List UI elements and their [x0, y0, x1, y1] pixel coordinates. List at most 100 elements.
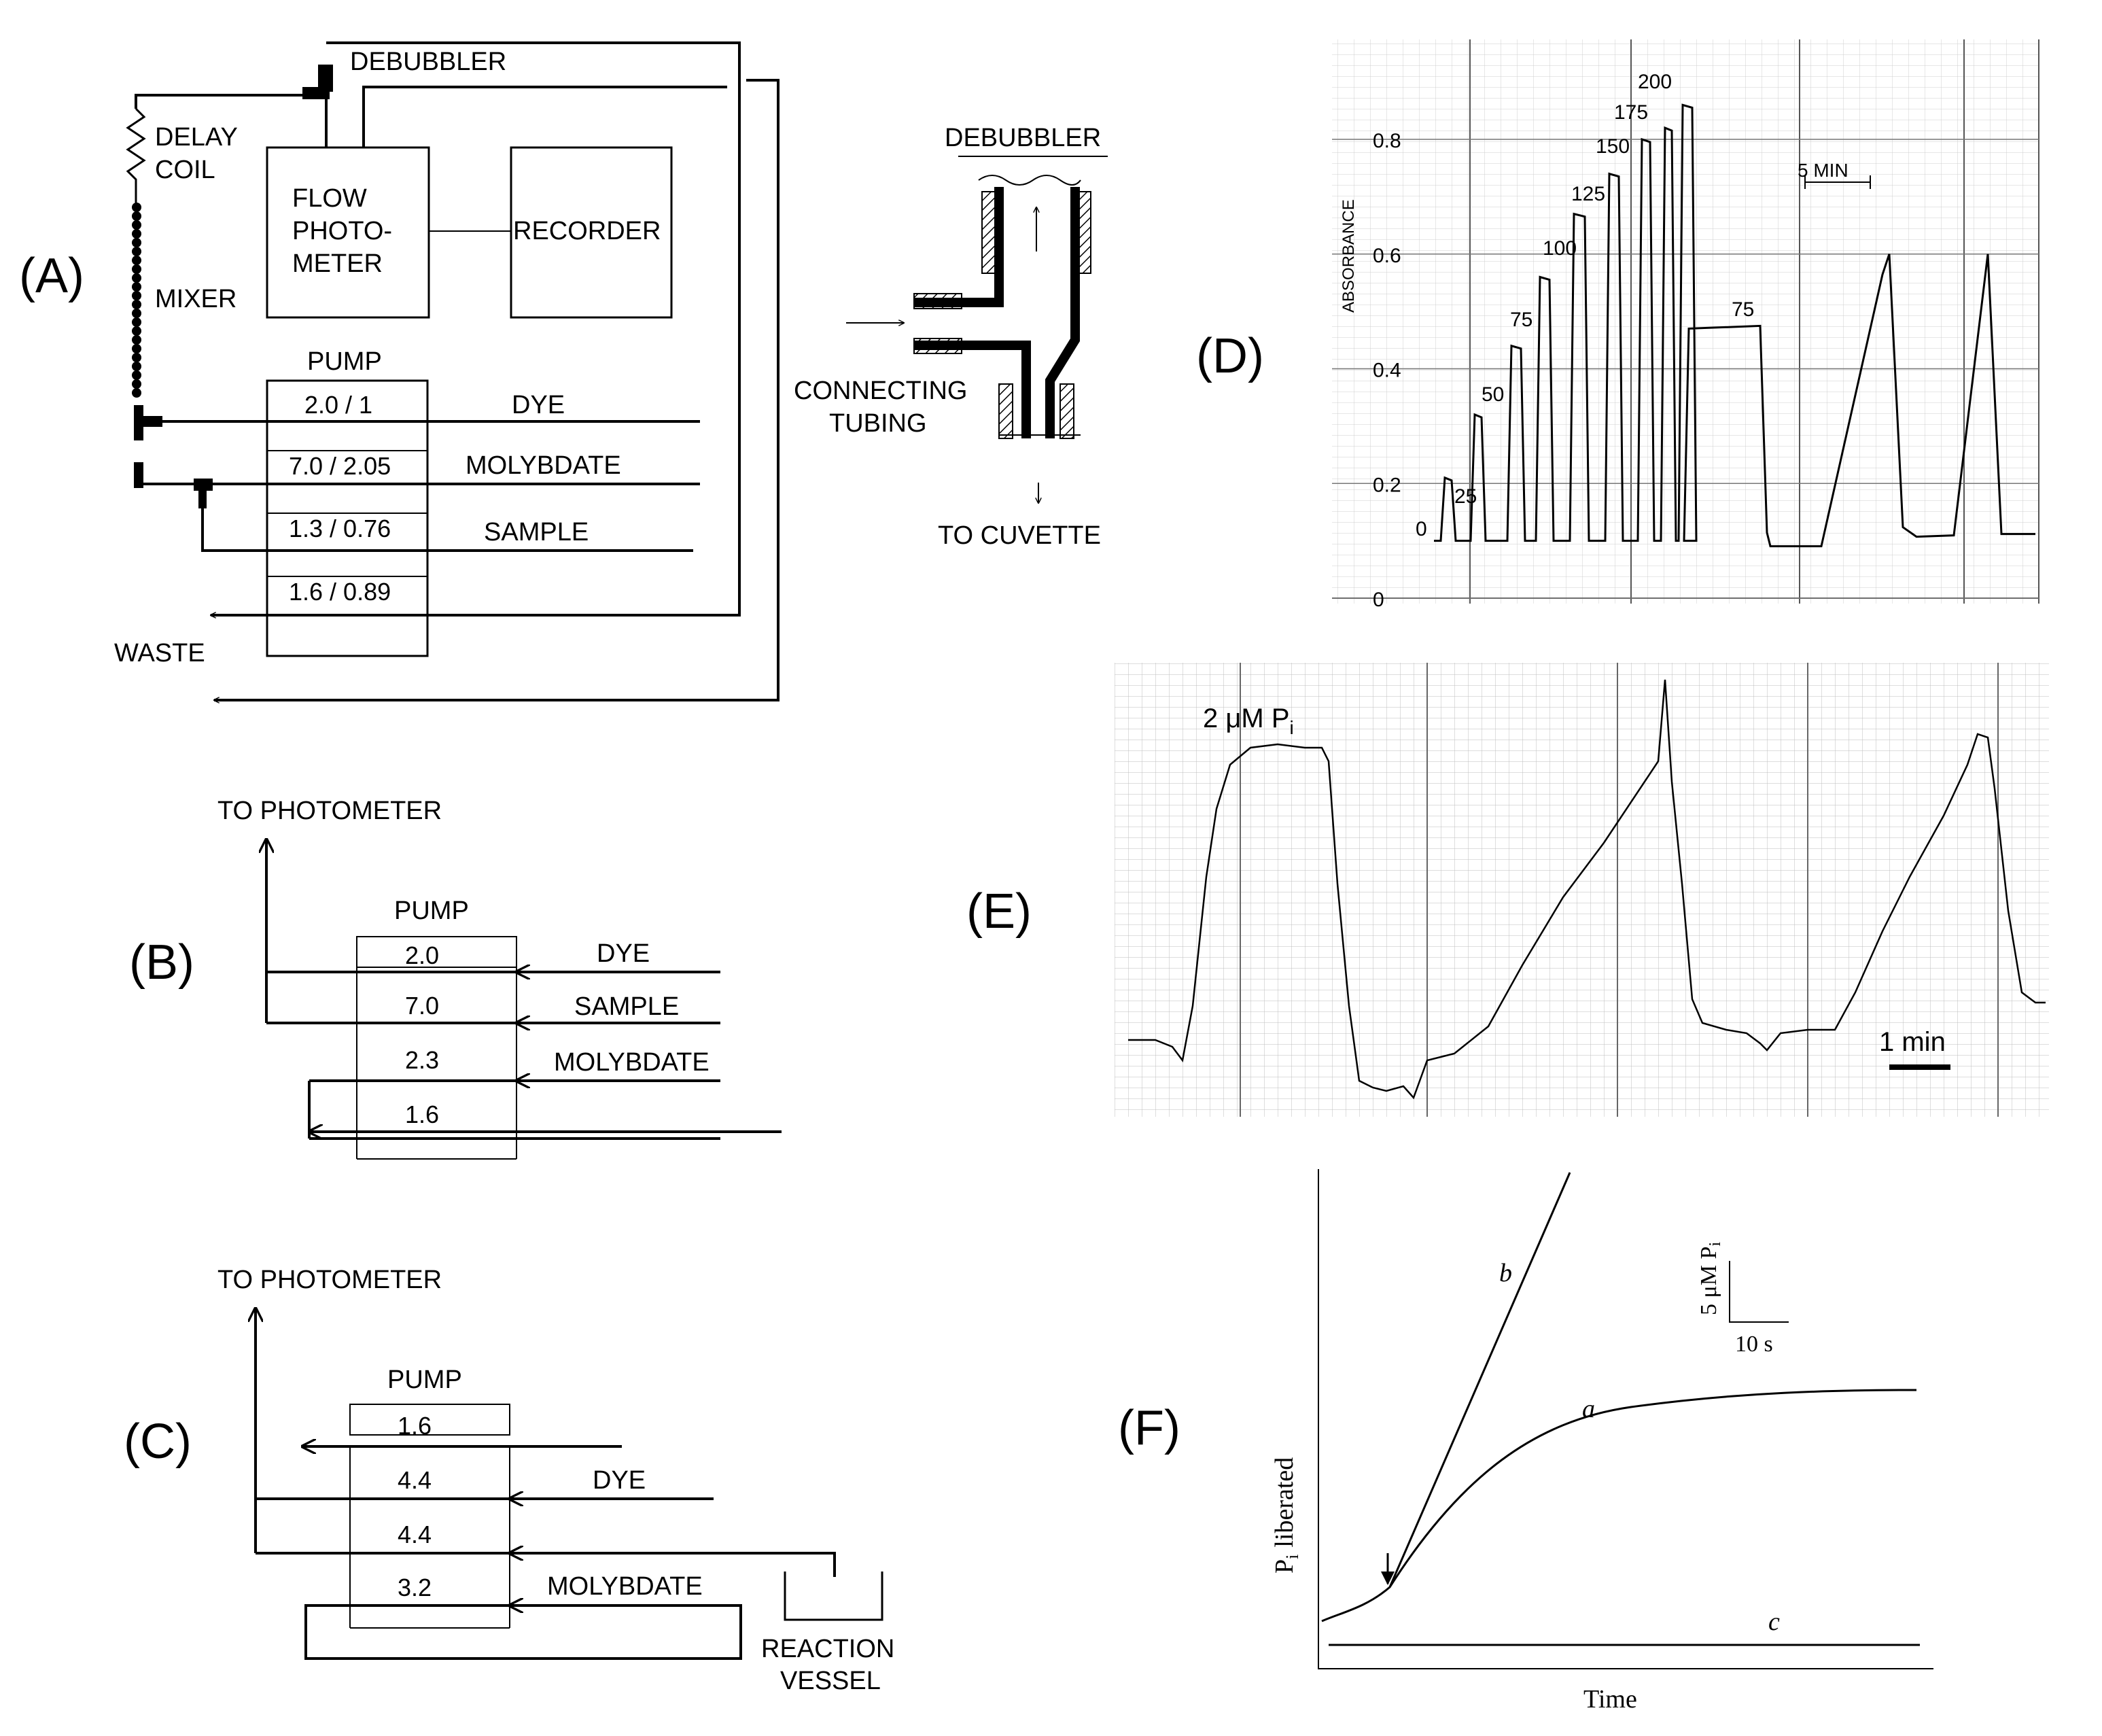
pump-box-b	[356, 936, 517, 968]
chart-d-ytick: 0.6	[1373, 245, 1401, 267]
rate-a-4: 1.6 / 0.89	[289, 578, 391, 606]
chart-d-scale-label: 5 MIN	[1798, 160, 1849, 181]
rate-a-1: 2.0 / 1	[304, 391, 372, 419]
panel-d: (D) 00.20.40.60.8 ABSORBANCE 02550751001…	[1196, 39, 2039, 611]
pump-box-a	[266, 379, 429, 657]
chart-d-trace	[1434, 103, 2035, 548]
chart-d-peak-label: 125	[1571, 183, 1605, 205]
pump-a-dividers	[267, 450, 427, 577]
flow-lines-c	[256, 1308, 836, 1660]
tube-wall-right	[1045, 187, 1080, 438]
mixer-bead	[132, 370, 141, 380]
mixer-bead	[132, 256, 141, 265]
delay-coil-label-1: DELAY	[155, 123, 238, 152]
mixer-bead	[132, 317, 141, 327]
mixer-bead	[132, 379, 141, 389]
flow-photometer-label-1: FLOW	[292, 184, 367, 213]
line-sample-a: SAMPLE	[484, 518, 589, 546]
rate-c-1: 1.6	[398, 1412, 432, 1440]
flow-photometer-label-3: METER	[292, 249, 383, 278]
rate-b-1: 2.0	[405, 941, 439, 969]
pump-label-b: PUMP	[394, 897, 469, 925]
line-dye-b: DYE	[597, 939, 650, 968]
rate-a-2: 7.0 / 2.05	[289, 452, 391, 480]
tube-wall-inner	[914, 341, 1031, 438]
chart-f-scale-y: 5 μM Pi	[1696, 1242, 1724, 1315]
reaction-vessel-label-1: REACTION	[761, 1635, 894, 1663]
pump-label-c: PUMP	[387, 1366, 462, 1394]
chart-d-ytick: 0.4	[1373, 360, 1401, 382]
chart-f-label-b: b	[1499, 1259, 1512, 1287]
chart-d-ytick: 0.2	[1373, 474, 1401, 496]
rate-c-3: 4.4	[398, 1521, 432, 1548]
to-photometer-label-c: TO PHOTOMETER	[217, 1266, 442, 1294]
chart-e-major-grid	[1240, 663, 1999, 1117]
mixer-bead	[132, 300, 141, 309]
connecting-label-2: TUBING	[829, 409, 927, 438]
panel-d-tag: (D)	[1196, 329, 1264, 383]
recorder-box	[510, 146, 673, 319]
mixer-bead	[132, 203, 141, 212]
t-joint-2	[134, 462, 143, 488]
detail-break-line	[978, 175, 1081, 186]
mixer-bead	[132, 362, 141, 371]
rate-c-4: 3.2	[398, 1574, 432, 1601]
chart-e-grid	[1115, 663, 2049, 1117]
to-cuvette-label: TO CUVETTE	[938, 521, 1101, 550]
panel-b-tag: (B)	[129, 935, 194, 990]
chart-f-axes	[1318, 1169, 1933, 1669]
panel-c-tag: (C)	[124, 1414, 192, 1469]
chart-d-peak-label: 75	[1732, 298, 1754, 321]
line-molybdate-a: MOLYBDATE	[466, 451, 621, 480]
mixer-bead	[132, 247, 141, 256]
chart-e-label: 2 μM Pi	[1203, 704, 1294, 738]
rate-c-2: 4.4	[398, 1466, 432, 1494]
t-joint-1	[134, 405, 143, 440]
panel-a: (A)	[19, 41, 780, 700]
panel-b: (B) TO PHOTOMETER PUMP 2.0 7.0 2.3 1.6 D…	[129, 797, 782, 1160]
panel-e: (E) 2 μM Pi 1 min	[966, 663, 2049, 1117]
debubbler-fitting	[318, 65, 333, 92]
debubbler-label: DEBUBBLER	[350, 48, 506, 76]
mixer-bead	[132, 282, 141, 292]
chart-d-peak-label: 75	[1510, 309, 1532, 331]
line-dye-a: DYE	[512, 391, 565, 419]
delay-coil	[126, 107, 146, 204]
line-molybdate-c: MOLYBDATE	[547, 1572, 703, 1601]
chart-d-ytick: 0.8	[1373, 130, 1401, 152]
chart-d-ylabel: ABSORBANCE	[1339, 199, 1358, 313]
mixer-bead	[132, 229, 141, 239]
chart-d-peak-label: 50	[1482, 383, 1504, 406]
rate-b-3: 2.3	[405, 1046, 439, 1074]
t-joint-3	[194, 479, 213, 491]
mixer-bead	[132, 353, 141, 362]
chart-e-scale-label: 1 min	[1879, 1027, 1946, 1057]
rate-a-3: 1.3 / 0.76	[289, 515, 391, 542]
mixer-bead	[132, 238, 141, 247]
panel-a-tag: (A)	[19, 249, 84, 303]
pump-label-a: PUMP	[307, 347, 382, 376]
flow-lines-a	[135, 41, 780, 700]
mixer-bead	[132, 388, 141, 398]
reaction-vessel-label-2: VESSEL	[780, 1667, 881, 1695]
chart-d-y-ticks: 0 0.2 0.4 0.6 0.8	[1373, 130, 1401, 611]
mixer-bead	[132, 309, 141, 318]
panel-f: (F) Piliberated Time b a c 5 μM Pi 10 s	[1118, 1169, 1933, 1714]
line-sample-b: SAMPLE	[574, 992, 679, 1021]
rate-b-2: 7.0	[405, 992, 439, 1020]
chart-f-xlabel: Time	[1583, 1685, 1637, 1714]
waste-label: WASTE	[114, 639, 205, 667]
recorder-label: RECORDER	[513, 217, 661, 245]
chart-d-peak-label: 150	[1596, 135, 1630, 158]
mixer-beads	[132, 203, 141, 398]
connecting-label-1: CONNECTING	[794, 377, 967, 405]
detail-title: DEBUBBLER	[945, 124, 1101, 152]
flow-photometer-label-2: PHOTO-	[292, 217, 392, 245]
panel-c: (C) TO PHOTOMETER PUMP 1.6 4.4 4.4 3.2 D…	[124, 1266, 894, 1695]
chart-f-ylabel: Piliberated	[1270, 1457, 1302, 1574]
mixer-bead	[132, 264, 141, 274]
mixer-bead	[132, 273, 141, 283]
chart-f-scale-x: 10 s	[1735, 1332, 1773, 1357]
chart-d-ytick: 0	[1373, 589, 1384, 611]
